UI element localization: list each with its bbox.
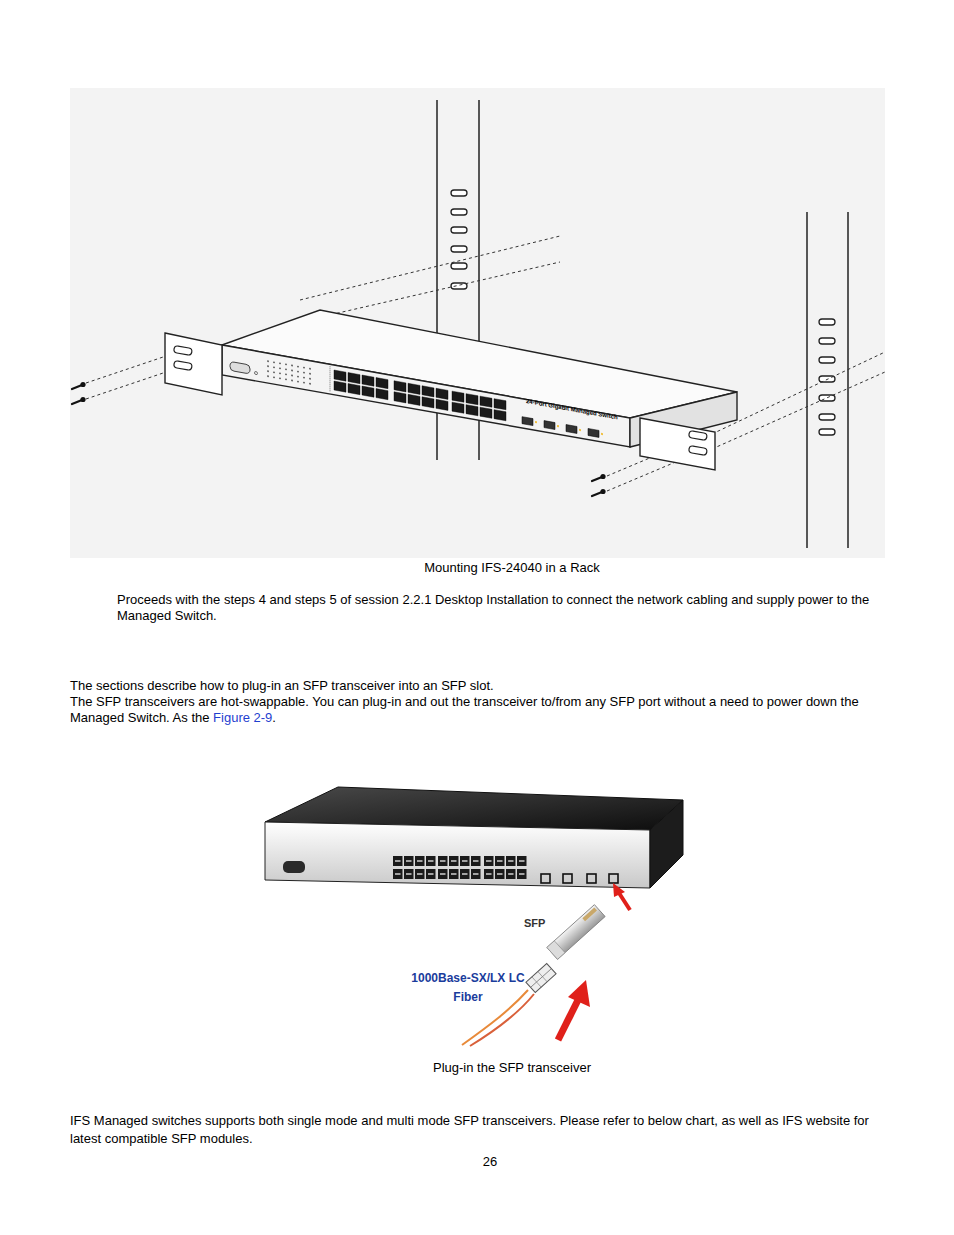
body-paragraph: The SFP transceivers are hot-swappable. …: [70, 694, 870, 726]
sfp-figure: [265, 787, 683, 1046]
body-text: .: [272, 710, 276, 725]
body-text: The SFP transceivers are hot-swappable. …: [70, 694, 862, 725]
body-text: The sections describe how to plug-in an …: [70, 678, 890, 694]
rack-figure: [70, 88, 885, 558]
figure-link: Figure 2-9: [213, 710, 272, 725]
body-text: Proceeds with the steps 4 and steps 5 of…: [117, 592, 892, 624]
figure-caption: Plug-in the SFP transceiver: [312, 1060, 712, 1076]
figure-caption: Mounting IFS-24040 in a Rack: [312, 560, 712, 576]
part-label: SFP: [524, 916, 545, 930]
body-text: IFS Managed switches supports both singl…: [70, 1112, 870, 1148]
cable-label: 1000Base-SX/LX LC Fiber: [408, 969, 528, 1007]
page-number: 26: [440, 1154, 540, 1170]
